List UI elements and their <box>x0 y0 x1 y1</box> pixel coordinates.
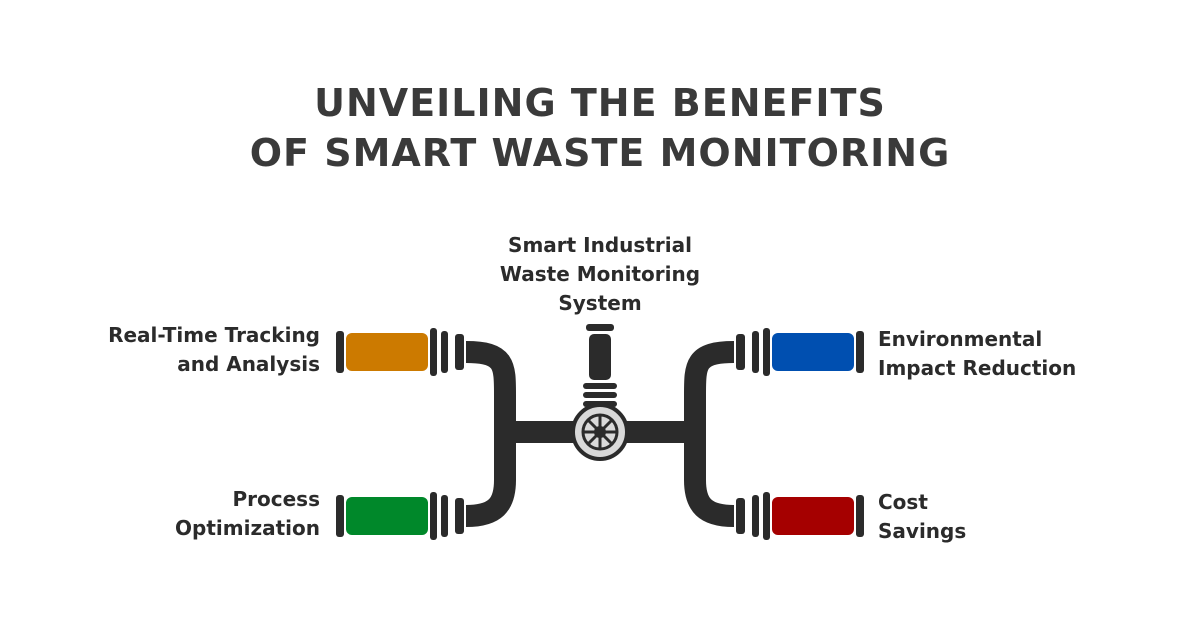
stem-cap <box>586 324 614 331</box>
flange <box>763 328 770 376</box>
segment-real-time-tracking <box>346 333 428 371</box>
valve-wheel-icon <box>571 403 629 461</box>
valve-stem <box>583 324 617 407</box>
segment-cost-savings <box>772 497 854 535</box>
page-title: UNVEILING THE BENEFITS OF SMART WASTE MO… <box>0 78 1200 178</box>
flange <box>441 495 448 537</box>
flange <box>736 498 745 534</box>
flange <box>856 495 864 537</box>
pipe-right-curve <box>684 341 735 527</box>
flange <box>336 495 344 537</box>
flange <box>430 328 437 376</box>
flange <box>752 495 759 537</box>
flange <box>336 331 344 373</box>
flange <box>763 492 770 540</box>
flange <box>441 331 448 373</box>
stem-ring <box>583 383 617 389</box>
stem-ring <box>583 392 617 398</box>
segment-process-optimization <box>346 497 428 535</box>
center-label: Smart Industrial Waste Monitoring System <box>499 233 701 315</box>
label-environmental-impact: Environmental Impact Reduction <box>878 327 1077 380</box>
title-line-1: UNVEILING THE BENEFITS <box>314 81 886 125</box>
flange <box>430 492 437 540</box>
segment-environmental-impact <box>772 333 854 371</box>
flange <box>856 331 864 373</box>
stem-body <box>589 334 611 380</box>
flange <box>455 498 464 534</box>
flange <box>455 334 464 370</box>
label-cost-savings: Cost Savings <box>878 490 967 543</box>
label-process-optimization: Process Optimization <box>175 487 320 540</box>
pipe-left-curve <box>465 341 516 527</box>
flange <box>752 331 759 373</box>
flange <box>736 334 745 370</box>
title-line-2: OF SMART WASTE MONITORING <box>249 131 951 175</box>
flanges <box>336 328 864 540</box>
label-real-time-tracking: Real-Time Tracking and Analysis <box>108 323 320 376</box>
